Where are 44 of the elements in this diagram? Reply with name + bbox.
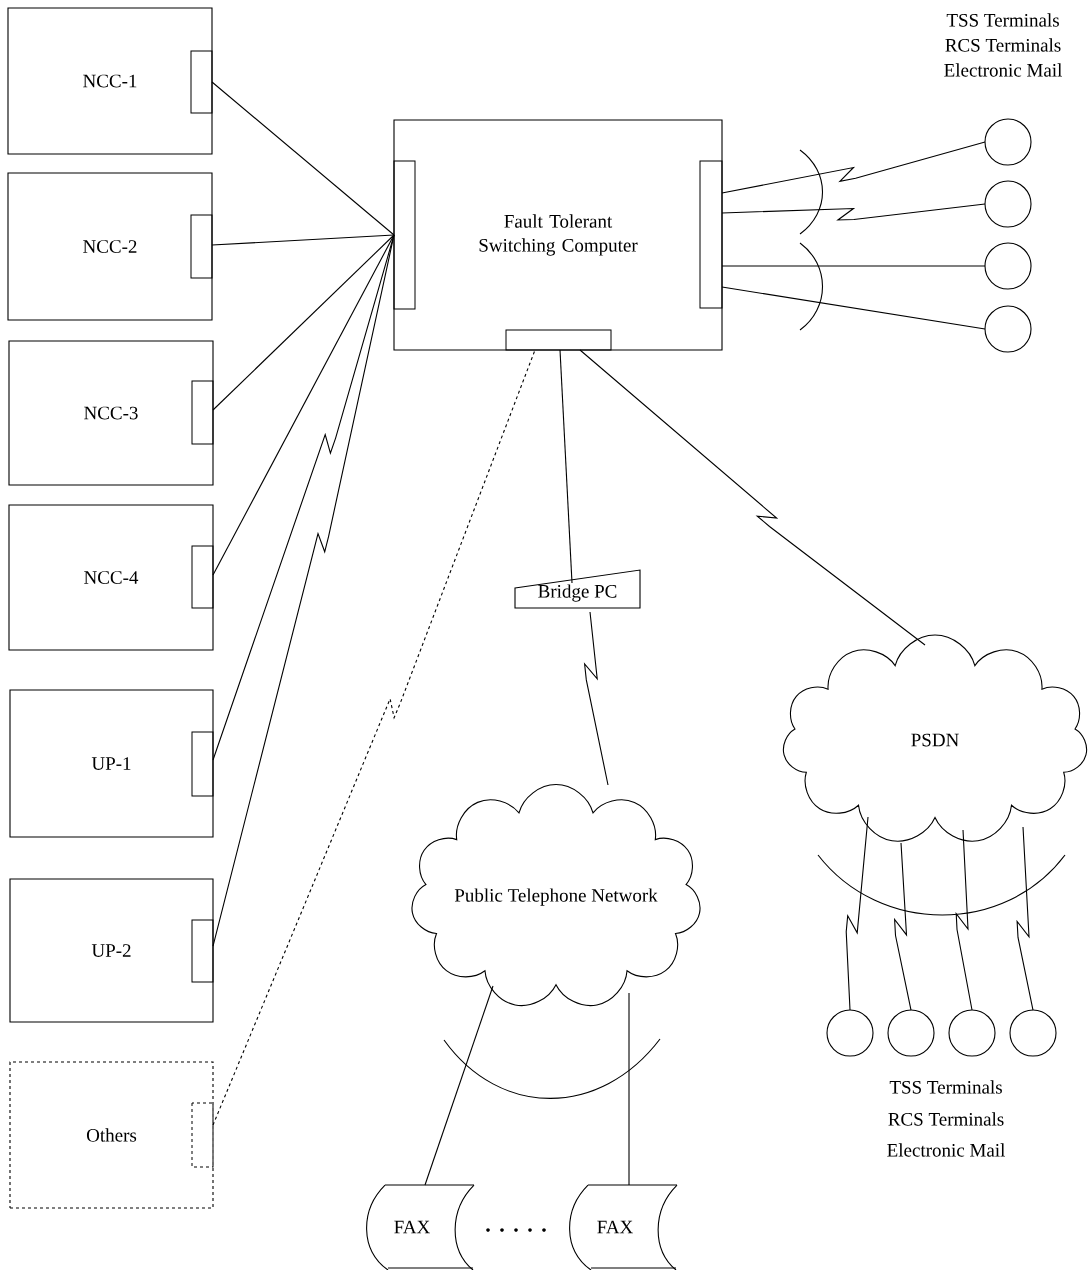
terminal-circle	[984, 305, 1032, 353]
terminal-circle	[1009, 1009, 1057, 1057]
connection-line	[212, 234, 395, 947]
dashed-line	[212, 349, 536, 1126]
connection-line	[211, 234, 395, 246]
bridge-box: Bridge PC	[514, 569, 641, 609]
connection-line	[1016, 826, 1034, 1011]
terminal-circle	[984, 180, 1032, 228]
terminal-label: TSS Terminals	[946, 13, 1059, 27]
network-cloud: Public Telephone Network	[411, 783, 701, 1007]
terminal-circle	[984, 118, 1032, 166]
connection-line	[721, 141, 986, 194]
connection-line	[211, 81, 395, 236]
connection-line	[721, 286, 986, 330]
connection-line	[955, 829, 973, 1011]
connection-line	[559, 349, 573, 584]
terminal-label: Electronic Mail	[944, 63, 1062, 77]
terminal-label: RCS Terminals	[888, 1112, 1004, 1126]
terminal-label: RCS Terminals	[945, 38, 1061, 52]
connection-line	[845, 816, 869, 1011]
terminal-circle	[948, 1009, 996, 1057]
connection-line	[628, 992, 630, 1186]
connection-line	[212, 234, 395, 411]
connection-line	[424, 985, 494, 1186]
computer-box: NCC-2	[7, 172, 213, 321]
terminal-circle	[826, 1009, 874, 1057]
connection-line	[583, 611, 609, 786]
connection-line	[721, 265, 986, 267]
switching-computer-box: Fault Tolerant Switching Computer	[393, 119, 723, 351]
computer-box: Others	[9, 1061, 214, 1209]
computer-box: NCC-4	[8, 504, 214, 651]
computer-box: NCC-1	[7, 7, 213, 155]
connection-line	[212, 234, 395, 576]
connection-line	[721, 203, 986, 221]
terminal-circle	[984, 242, 1032, 290]
terminal-label: Electronic Mail	[887, 1143, 1005, 1157]
computer-box: UP-1	[9, 689, 214, 838]
network-cloud: PSDN	[782, 634, 1088, 842]
computer-box: UP-2	[9, 878, 214, 1023]
terminal-circle	[887, 1009, 935, 1057]
connection-line	[579, 349, 926, 646]
computer-box: NCC-3	[8, 340, 214, 486]
connection-line	[893, 842, 912, 1011]
terminal-label: TSS Terminals	[889, 1080, 1002, 1094]
